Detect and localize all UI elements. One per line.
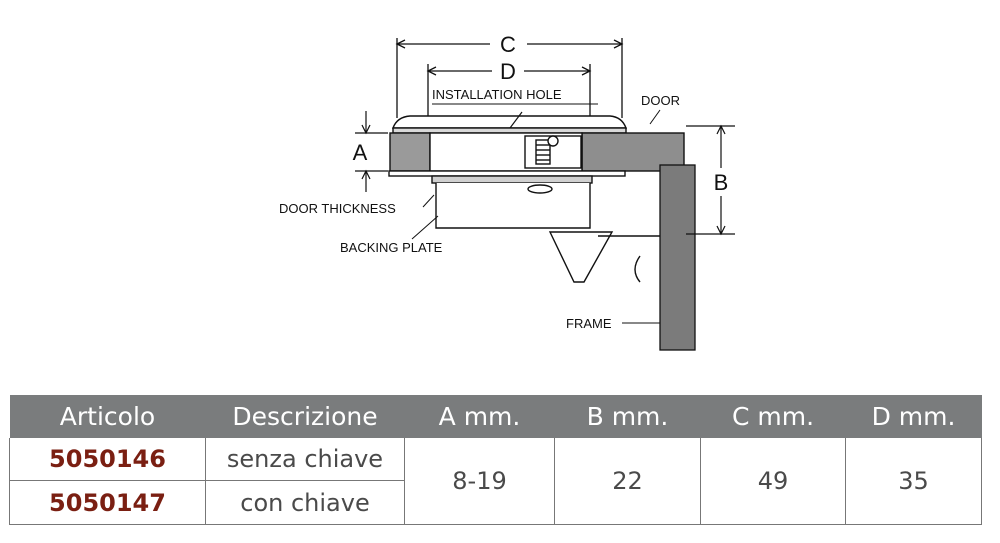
col-header-a: A mm.: [404, 395, 555, 438]
door-label: DOOR: [641, 93, 680, 108]
installation-hole-label: INSTALLATION HOLE: [432, 87, 562, 102]
table-header-row: Articolo Descrizione A mm. B mm. C mm. D…: [9, 395, 982, 438]
dim-label-d: D: [500, 59, 516, 84]
backing-plate: [431, 175, 593, 184]
table-row: 5050147 con chiave: [9, 480, 982, 525]
articolo-code: 5050146: [9, 438, 206, 482]
articolo-code: 5050147: [9, 480, 206, 525]
door-thickness-label: DOOR THICKNESS: [279, 201, 396, 216]
backing-plate-label: BACKING PLATE: [340, 240, 443, 255]
dimension-a: [355, 111, 388, 192]
dim-label-c: C: [500, 32, 516, 57]
descrizione-cell: senza chiave: [205, 438, 405, 482]
dim-label-a: A: [353, 140, 368, 165]
b-value-cell: 22: [554, 438, 701, 525]
frame-profile: [659, 164, 696, 351]
door-leader: [649, 109, 661, 125]
frame-label: FRAME: [566, 316, 612, 331]
col-header-d: D mm.: [845, 395, 982, 438]
latch-installation-diagram: C D INSTALLATION HOLE: [279, 32, 735, 351]
col-header-c: C mm.: [700, 395, 846, 438]
dimension-b: [686, 124, 735, 236]
col-header-articolo: Articolo: [9, 395, 206, 438]
a-value-cell: 8-19: [404, 438, 555, 525]
latch-body: [388, 111, 685, 283]
dimension-d: [426, 64, 592, 118]
spec-table: Articolo Descrizione A mm. B mm. C mm. D…: [9, 395, 982, 525]
dim-label-b: B: [714, 170, 729, 195]
d-value-cell: 35: [845, 438, 982, 525]
dimension-c: [395, 38, 624, 118]
col-header-descrizione: Descrizione: [205, 395, 405, 438]
col-header-b: B mm.: [554, 395, 701, 438]
table-row: 5050146 senza chiave 8-19 22 49 35: [9, 438, 982, 525]
c-value-cell: 49: [700, 438, 846, 525]
backing-plate-leader: [411, 215, 439, 240]
door-thickness-leader: [422, 194, 435, 208]
descrizione-cell: con chiave: [205, 480, 405, 525]
